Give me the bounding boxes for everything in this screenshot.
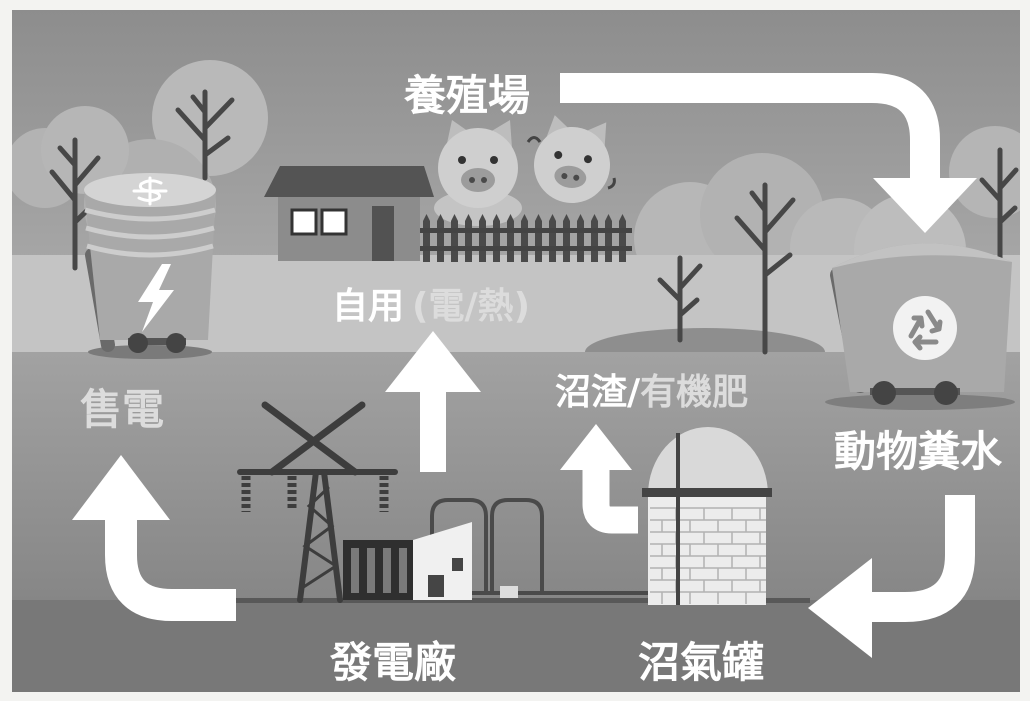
lower-ground [12, 352, 1020, 602]
label-self-use-sub: (電/熱) [412, 286, 530, 327]
biogas-tank-body [648, 495, 766, 605]
fence-rail-bottom [420, 246, 632, 251]
labels: 養殖場 自用(電/熱) 售電 沼渣/有機肥 動物糞水 發電廠 沼氣罐 [80, 71, 1003, 687]
coin-stack-wheel-right [166, 333, 186, 353]
power-plant-white-block [413, 522, 472, 600]
pylon-icon [237, 401, 398, 603]
arrow-manure-to-tank-head [808, 558, 872, 658]
pig-eye-right [583, 155, 592, 164]
pig-nostril-right [481, 177, 487, 183]
recycle-arrow-2 [925, 309, 943, 334]
pig-nostril-left [561, 173, 568, 180]
fence-rail-top [420, 228, 632, 233]
pig-nostril-left [469, 177, 475, 183]
label-self-use-main: 自用 [332, 286, 404, 327]
pipe-arch-left [430, 498, 488, 592]
biogas-tank-rim [642, 488, 772, 497]
house-icon [264, 166, 434, 261]
label-digestate-main: 沼渣/ [555, 372, 641, 413]
pig-eye-right [490, 156, 498, 164]
manure-bin-axle [870, 388, 960, 395]
recycle-arrow-1 [908, 315, 925, 339]
pig-eye-left [554, 150, 563, 159]
arrow-farm-to-manure [560, 73, 940, 180]
pylon-leg-right [321, 469, 343, 603]
pylon-lattice [300, 486, 339, 590]
arrow-plant-to-self-use-head [385, 331, 481, 392]
label-biogas-tank: 沼氣罐 [638, 638, 764, 687]
label-digestate-sub: 有機肥 [640, 372, 748, 413]
fence-posts [423, 214, 626, 262]
pig-nostril-right [573, 174, 580, 181]
tree-icon [175, 89, 235, 181]
pylon-leg-left [297, 469, 319, 603]
pig-icon [534, 115, 610, 203]
ground-line [230, 598, 810, 603]
label-farm: 養殖場 [403, 71, 530, 120]
manure-bin-shadow [825, 394, 1015, 410]
arrow-plant-to-sell-head [72, 455, 170, 520]
manure-bin [825, 243, 1015, 410]
dollar-icon [132, 176, 168, 206]
pig-motion-mark [526, 136, 542, 143]
tree-icon [657, 255, 703, 343]
house-door [372, 206, 394, 261]
label-sell-power: 售電 [80, 385, 164, 434]
label-manure: 動物糞水 [834, 427, 1003, 476]
label-self-use: 自用(電/熱) [332, 286, 530, 327]
coin-stack-axle [128, 338, 186, 345]
pipe-valve [500, 586, 518, 598]
house-window-left [290, 208, 318, 236]
pig-tail-mark [607, 177, 616, 190]
pylon-diagonal-2 [268, 401, 366, 476]
manure-bin-lid [832, 243, 1012, 268]
pig-snout [554, 165, 587, 189]
sell-power-coin-stack [84, 173, 216, 359]
tree-icon [734, 182, 796, 355]
house-roof [264, 166, 434, 197]
recycle-icon [908, 309, 943, 351]
coin-stack-bands [84, 207, 216, 258]
illustration-frame: 養殖場 自用(電/熱) 售電 沼渣/有機肥 動物糞水 發電廠 沼氣罐 [12, 10, 1020, 692]
arrow-tank-to-digestate [582, 468, 638, 534]
pig-eye-left [458, 156, 466, 164]
fence [420, 214, 632, 262]
canopy-left-4 [41, 106, 129, 194]
label-power-plant: 發電廠 [329, 638, 456, 687]
arrow-manure-to-tank [868, 495, 975, 622]
tree-icon [49, 137, 101, 271]
manure-bin-wheel-left [872, 381, 896, 405]
lightning-icon [138, 264, 174, 332]
coin-stack-wheel-left [128, 333, 148, 353]
arrow-plant-to-sell [105, 518, 236, 621]
tree-icon [979, 147, 1019, 265]
power-plant-window-1 [428, 575, 444, 597]
coin-stack-body [84, 190, 216, 340]
arrow-tank-to-digestate-head [560, 424, 632, 470]
arrow-farm-to-manure-head [873, 178, 977, 233]
pipe-arch-right [490, 498, 544, 592]
power-plant-window-2 [452, 558, 463, 571]
pig-snout [461, 168, 495, 192]
trees [49, 89, 1019, 355]
power-plant [343, 522, 472, 600]
label-digestate: 沼渣/有機肥 [555, 372, 748, 413]
house-window-right [320, 208, 348, 236]
manure-bin-wheel-right [934, 381, 958, 405]
pig-head [534, 127, 610, 203]
cycle-arrows [72, 73, 977, 658]
pylon-diagonal-1 [261, 401, 359, 476]
recycle-icon-bg [893, 296, 957, 360]
recycle-arrow-3 [912, 334, 939, 351]
biogas-tank [642, 427, 772, 605]
power-plant-dark-windows [351, 548, 407, 593]
